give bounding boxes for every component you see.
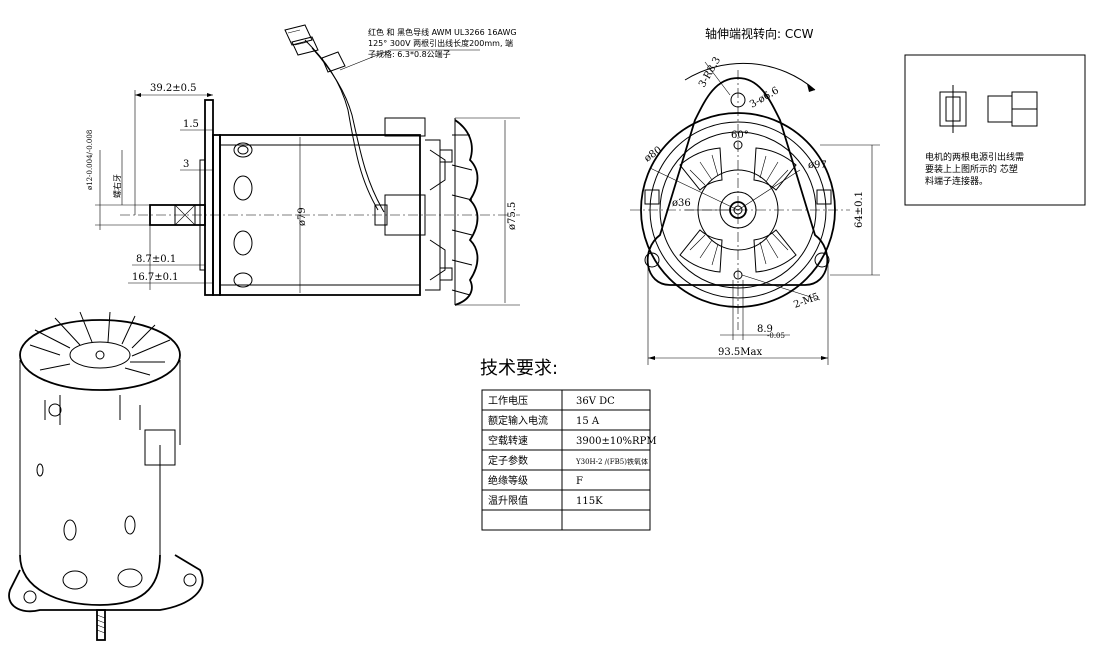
table-cell-value: Y30H-2 /(FB5)铁氧体 [575, 457, 648, 466]
table-cell-label: 额定输入电流 [488, 414, 548, 427]
table-cell-label: 空载转速 [488, 434, 528, 447]
tech-req-title: 技术要求: [480, 358, 558, 379]
thread-note: 螺右牙 [112, 174, 122, 198]
angle-label: 60° [731, 130, 749, 141]
flat-tol: -0.05 [767, 332, 785, 340]
isometric-view [8, 311, 204, 641]
tech-requirements: 技术要求: 工作电压 36V DC 额定输入电流 15 A 空载转速 3900±10%RP… [480, 358, 657, 531]
body-dia-dim: ø79 [297, 207, 308, 226]
table-cell-value: 36V DC [576, 396, 615, 407]
side-view: 红色 和 黑色导线 AWM UL3266 16AWG 125° 300V 两根引… [86, 24, 520, 306]
width-dim: 93.5Max [718, 347, 762, 358]
connector-box: 电机的两根电源引出线需 要装上上图所示的 芯塑 料端子连接器。 [904, 54, 1086, 206]
flat1-dim: 8.7±0.1 [136, 254, 176, 265]
step-dim: 3 [183, 159, 189, 170]
table-cell-label: 定子参数 [488, 454, 528, 467]
table-cell-label: 温升限值 [488, 494, 528, 507]
hole-label: 3-ø6.6 [748, 85, 781, 110]
height-dim: 64±0.1 [854, 191, 865, 228]
dia36-label: ø36 [672, 198, 691, 209]
tech-req-table: 工作电压 36V DC 额定输入电流 15 A 空载转速 3900±10%RPM 定子参数 Y… [481, 389, 657, 531]
table-cell-label: 工作电压 [488, 394, 528, 407]
connector-note-line2: 要装上上图所示的 芯塑 [925, 163, 1018, 175]
wire-note-line3: 子规格: 6.3*0.8公端子 [368, 49, 451, 59]
wire-terminals [284, 24, 385, 213]
rotation-label: 轴伸端视转向: CCW [705, 26, 814, 41]
flange [204, 99, 214, 296]
flat2-dim: 16.7±0.1 [132, 272, 179, 283]
triangular-flange [646, 77, 829, 286]
screw-label: 2-M5 [792, 291, 821, 310]
connector-note-line1: 电机的两根电源引出线需 [925, 151, 1024, 163]
end-view: 轴伸端视转向: CCW 3-R8.3 3-ø6.6 [630, 26, 880, 365]
motor-body [219, 134, 421, 296]
table-cell-value: 115K [576, 496, 603, 507]
flat-dim: 8.9 [757, 324, 773, 335]
dia97-label: ø97 [808, 160, 827, 171]
fan-dia-dim: ø75.5 [507, 202, 518, 230]
table-cell-label: 绝缘等级 [488, 474, 528, 487]
table-cell-value: F [576, 476, 583, 487]
connector-note-line3: 料端子连接器。 [925, 175, 988, 187]
table-cell-value: 15 A [576, 416, 600, 427]
flange-thk-dim: 1.5 [183, 119, 199, 130]
table-frame [481, 389, 651, 531]
wire-note-line2: 125° 300V 两根引出线长度200mm, 端 [368, 38, 513, 48]
table-cell-value: 3900±10%RPM [576, 436, 657, 447]
outer-circle-97 [640, 112, 836, 308]
wire-note-line1: 红色 和 黑色导线 AWM UL3266 16AWG [368, 27, 517, 37]
shaft-length-dim: 39.2±0.5 [150, 83, 197, 94]
shaft-dia-dim: ø12-0.004/-0.008 [86, 130, 94, 190]
